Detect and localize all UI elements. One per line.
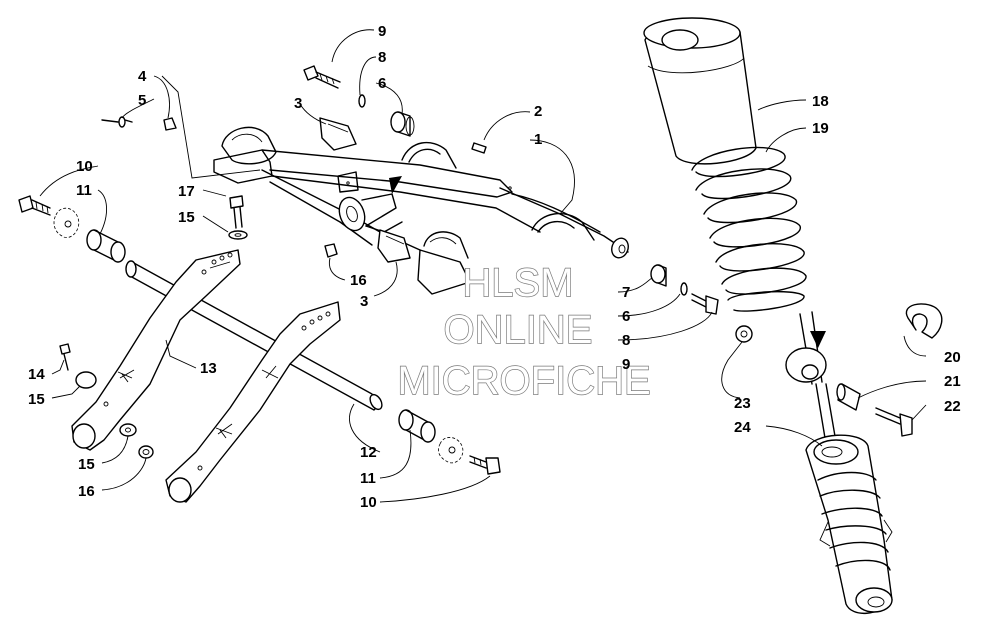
bolt-17 (229, 195, 244, 229)
washer-right (438, 437, 464, 464)
bushing-11-left (86, 229, 126, 263)
clip-4 (163, 117, 177, 131)
spring-retainer-20 (905, 303, 943, 339)
snap-ring-8-top (358, 94, 366, 108)
bolt-9-top (303, 65, 341, 89)
callout-6-right: 6 (622, 308, 630, 325)
trailing-arm-left (71, 249, 241, 451)
callout-9-right: 9 (622, 356, 630, 373)
callout-16-upper: 16 (350, 272, 367, 289)
callout-10-left: 10 (76, 158, 93, 175)
bolt-10-right (469, 455, 501, 475)
swing-arm-frame (213, 126, 629, 295)
callout-7: 7 (622, 284, 630, 301)
callout-18: 18 (812, 93, 829, 110)
bushing-23 (735, 325, 753, 343)
callout-3-lower: 3 (360, 293, 368, 310)
callout-9-top: 9 (378, 23, 386, 40)
callout-1: 1 (534, 131, 542, 148)
watermark-line-2: ONLINE (444, 308, 593, 352)
watermark-line-1: HLSM (462, 261, 573, 305)
callout-3-upper: 3 (294, 95, 302, 112)
callout-5: 5 (138, 92, 146, 109)
callout-2: 2 (534, 103, 542, 120)
callout-22: 22 (944, 398, 961, 415)
shock-body-24 (805, 434, 893, 614)
callout-4: 4 (138, 68, 147, 85)
callout-15-left: 15 (28, 391, 45, 408)
bushing-6-top (390, 111, 415, 137)
callout-11-right: 11 (360, 470, 376, 487)
bolt-14 (59, 343, 71, 371)
trailing-arm-right (165, 301, 341, 503)
callout-15-bottom: 15 (78, 456, 95, 473)
watermark: HLSM ONLINE MICROFICHE (397, 260, 652, 403)
washer-left (53, 207, 80, 238)
callout-20: 20 (944, 349, 961, 366)
bolt-22 (875, 407, 913, 437)
bolt-10-left (18, 195, 51, 216)
bolt-9-right (691, 293, 719, 315)
bushing-21 (836, 383, 861, 411)
callout-13: 13 (200, 360, 217, 377)
callout-6-top: 6 (378, 75, 386, 92)
washer-15-upper (228, 230, 248, 240)
callout-8-right: 8 (622, 332, 630, 349)
leader-lines (39, 29, 927, 503)
coil-spring-19 (691, 146, 807, 312)
watermark-line-3: MICROFICHE (397, 359, 650, 403)
pin-5 (101, 116, 133, 128)
nut-16-upper (324, 243, 338, 258)
washer-15-lower-b (119, 423, 137, 437)
callout-23: 23 (734, 395, 751, 412)
callout-15-upper: 15 (178, 209, 195, 226)
callout-8-top: 8 (378, 49, 386, 66)
washer-15-lower-a (75, 371, 97, 389)
bumper-pad-upper (319, 117, 357, 151)
callout-17: 17 (178, 183, 195, 200)
nut-16-lower (138, 445, 154, 459)
callout-19: 19 (812, 120, 829, 137)
callout-24: 24 (734, 419, 751, 436)
callout-10-right: 10 (360, 494, 377, 511)
grease-fitting-2 (471, 142, 487, 154)
callout-11-left: 11 (76, 182, 92, 199)
callout-21: 21 (944, 373, 961, 390)
snap-ring-8-right (680, 282, 688, 296)
callout-16-bottom: 16 (78, 483, 95, 500)
callout-14: 14 (28, 366, 45, 383)
spring-cover-18 (643, 17, 757, 165)
bushing-7 (650, 264, 667, 287)
callout-labels: 1 2 3 3 4 5 6 6 7 8 8 9 9 10 10 11 11 12… (28, 23, 961, 511)
bushing-11-right (398, 409, 436, 443)
shock-top-eye (785, 331, 827, 383)
callout-12: 12 (360, 444, 377, 461)
bumper-pad-lower (377, 229, 411, 263)
